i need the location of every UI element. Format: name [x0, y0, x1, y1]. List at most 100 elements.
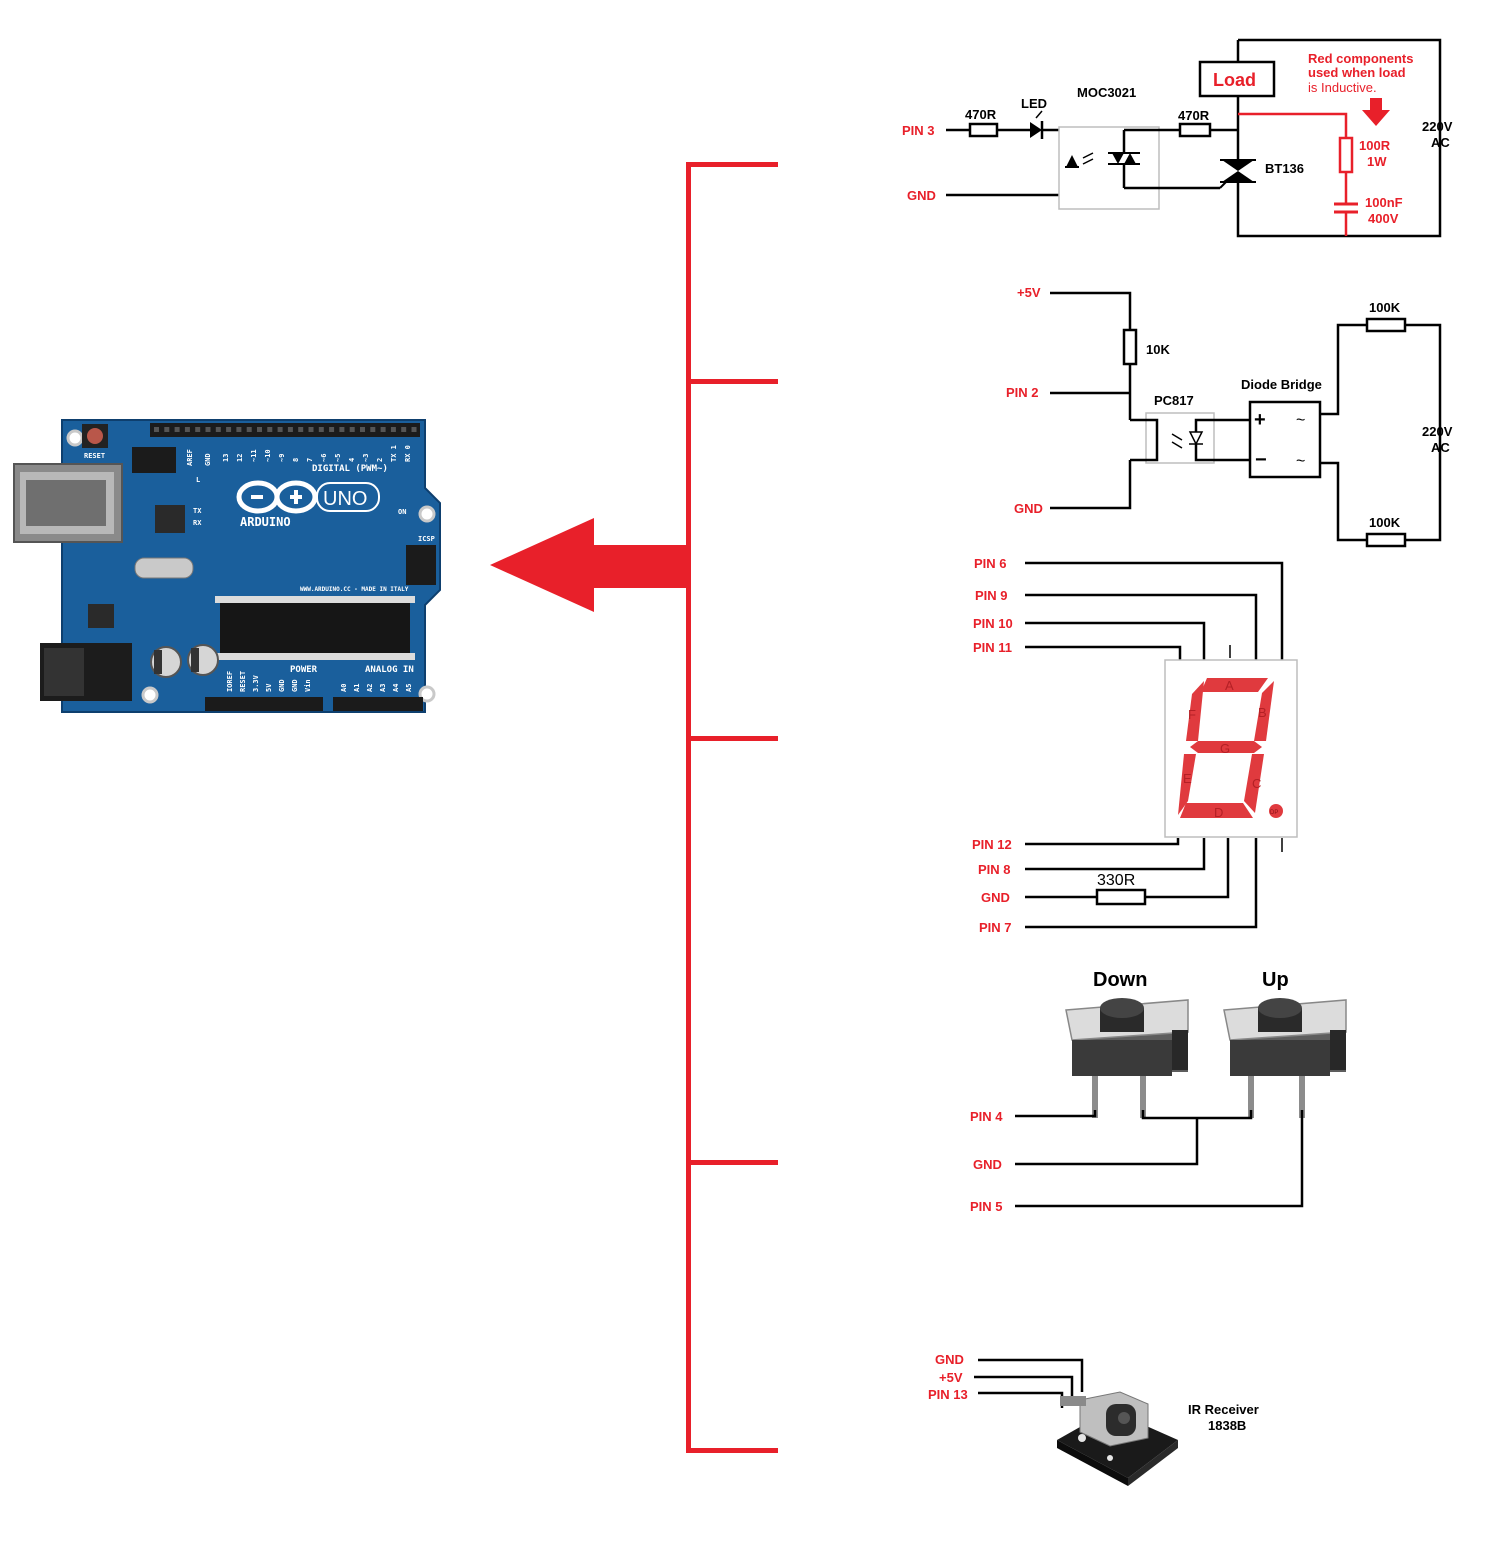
triac-ac-voltage: 220V: [1422, 119, 1453, 134]
header-pin: [195, 427, 201, 432]
bus-branch-seven-segment: [686, 736, 778, 741]
icsp-header: [406, 545, 436, 585]
digital-pin-1: 12: [236, 454, 244, 462]
analog-pin-2: A2: [366, 684, 374, 692]
header-pin: [277, 427, 283, 432]
zc-ac-voltage: 220V: [1422, 424, 1453, 439]
digital-pin-10: ~3: [362, 454, 370, 462]
r-top-label: 100K: [1369, 300, 1401, 315]
down-button[interactable]: [1065, 998, 1189, 1118]
bridge-minus: −: [1255, 449, 1267, 471]
pin3-label: PIN 3: [902, 123, 935, 138]
connection-bus: [490, 162, 778, 1453]
r-bottom-label: 100K: [1369, 515, 1401, 530]
header-pin: [257, 427, 262, 432]
btn-pin5-label: PIN 5: [970, 1199, 1003, 1214]
segment-e: [1178, 754, 1196, 815]
header-pin: [380, 427, 386, 432]
resistor-100k-top: [1365, 317, 1407, 333]
bridge-ac-top: ~: [1296, 412, 1305, 429]
atmega-chip: [220, 603, 410, 653]
zc-gnd-label: GND: [1014, 501, 1043, 516]
tx-label: TX: [193, 507, 202, 515]
header-pin: [164, 427, 170, 432]
segment-dp: [1269, 804, 1283, 818]
header-pin: [370, 427, 376, 432]
header-pin: [205, 427, 211, 432]
header-pin: [339, 427, 345, 432]
digital-pin-5: 8: [292, 458, 300, 462]
resistor-470r-2: [1178, 122, 1212, 138]
snubber-r-value: 100R: [1359, 138, 1391, 153]
analog-pin-0: A0: [340, 684, 348, 692]
bus-branch-buttons: [686, 1160, 778, 1165]
header-pin: [318, 427, 324, 432]
seg-pin9-label: PIN 9: [975, 588, 1008, 603]
ir-title: IR Receiver: [1188, 1402, 1259, 1417]
segment-d: [1180, 803, 1253, 818]
zc-5v-label: +5V: [1017, 285, 1041, 300]
zero-cross-circuit: +5V PIN 2 GND 10K PC817 Diode Bridge + −…: [1006, 285, 1453, 548]
digital-header: [150, 423, 420, 437]
note-line-1: Red components: [1308, 51, 1413, 66]
down-arrow-icon: [1362, 98, 1390, 126]
power-pin-2: 3.3V: [252, 674, 260, 692]
header-pin: [401, 427, 407, 432]
moc3021-label: MOC3021: [1077, 85, 1136, 100]
seg-pin12-label: PIN 12: [972, 837, 1012, 852]
digital-pin-0: 13: [222, 454, 230, 462]
power-pin-4: GND: [278, 679, 286, 692]
digital-pin-8: ~5: [334, 454, 342, 462]
seg-label-f: F: [1188, 707, 1196, 722]
board-gnd-label: GND: [204, 453, 212, 466]
header-pin: [246, 427, 252, 432]
digital-pin-9: 4: [348, 458, 356, 462]
resistor-470r-1: [968, 122, 999, 138]
diode-bridge-label: Diode Bridge: [1241, 377, 1322, 392]
analog-pin-3: A3: [379, 684, 387, 692]
resistor-10k-label: 10K: [1146, 342, 1170, 357]
header-pin: [174, 427, 180, 432]
header-pin: [215, 427, 221, 432]
bus-branch-ir: [686, 1448, 778, 1453]
led-label: LED: [1021, 96, 1047, 111]
digital-pin-11: 2: [376, 458, 384, 462]
header-pin: [411, 427, 417, 432]
down-label: Down: [1093, 969, 1147, 991]
up-label: Up: [1262, 969, 1289, 991]
segment-f: [1186, 681, 1204, 741]
power-header: [205, 697, 323, 711]
digital-pin-4: ~9: [278, 454, 286, 462]
dc-power-jack: [40, 643, 132, 701]
ir-gnd-label: GND: [935, 1352, 964, 1367]
analog-pin-4: A4: [392, 684, 400, 692]
arrow-to-arduino: [490, 518, 690, 612]
button-circuit: Down Up PIN 4 GND PIN 5: [970, 969, 1347, 1214]
btn-gnd-label: GND: [973, 1157, 1002, 1172]
triac-gnd-label: GND: [907, 188, 936, 203]
segment-b: [1254, 681, 1274, 741]
bt136-triac-icon: [1219, 159, 1256, 189]
header-pin: [236, 427, 242, 432]
header-pin: [390, 427, 396, 432]
led-icon: [1030, 122, 1042, 138]
resistor-100k-bottom: [1365, 532, 1407, 548]
seg-pin10-label: PIN 10: [973, 616, 1013, 631]
power-pin-5: GND: [291, 679, 299, 692]
load-label: Load: [1213, 70, 1256, 90]
ir-receiver-module: [1057, 1391, 1178, 1486]
up-button[interactable]: [1223, 998, 1347, 1118]
header-pin: [349, 427, 355, 432]
header-pin: [226, 427, 232, 432]
analog-label: ANALOG IN: [365, 665, 414, 675]
power-label: POWER: [290, 665, 318, 675]
aref-label: AREF: [186, 449, 194, 466]
zc-ac-label: AC: [1431, 440, 1450, 455]
ir-receiver-circuit: GND +5V PIN 13 IR Receiver 1838B: [928, 1352, 1259, 1486]
analog-header: [333, 697, 423, 711]
btn-pin4-label: PIN 4: [970, 1109, 1003, 1124]
bus-branch-zero-cross: [686, 379, 778, 384]
